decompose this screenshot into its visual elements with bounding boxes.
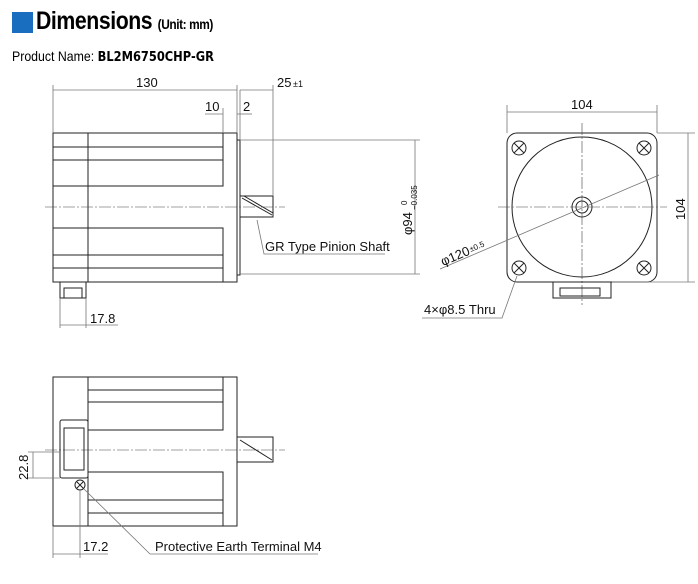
dim-height: 104: [673, 198, 688, 220]
dim-length: 130: [136, 75, 158, 90]
product-value: BL2M6750CHP-GR: [97, 50, 214, 65]
dim-connector-height: 22.8: [16, 455, 31, 480]
unit-label: (Unit: mm): [157, 16, 214, 32]
front-view: 104 104 φ120 ±0.5 4×φ8.5 Thru: [422, 97, 695, 319]
title-marker: [12, 12, 33, 33]
dim-shaft-tol: ±1: [293, 79, 303, 89]
terminal-label: Protective Earth Terminal M4: [155, 539, 322, 554]
dim-gap: 2: [243, 99, 250, 114]
side-view: 130 10 2 25 ±1 φ94 0 −0.035 17.8 GR Type…: [45, 75, 420, 328]
product-label: Product Name:: [12, 48, 95, 64]
dim-connector: 17.8: [90, 311, 115, 326]
title-text: Dimensions: [36, 7, 153, 35]
bottom-view: 22.8 17.2 Protective Earth Terminal M4: [16, 376, 322, 558]
page-title: Dimensions (Unit: mm): [36, 7, 213, 36]
dim-width: 104: [571, 97, 593, 112]
dim-pcd: φ120: [438, 243, 472, 269]
dim-terminal: 17.2: [83, 539, 108, 554]
dim-pcd-tol: ±0.5: [468, 239, 486, 254]
holes-label: 4×φ8.5 Thru: [424, 302, 496, 317]
dim-shaft: 25: [277, 75, 291, 90]
dim-pilot-tol-upper: 0: [400, 200, 409, 205]
dim-pilot-tol-lower: −0.035: [410, 185, 419, 210]
dim-pilot: φ94: [400, 212, 415, 235]
shaft-label: GR Type Pinion Shaft: [265, 239, 390, 254]
product-name: Product Name: BL2M6750CHP-GR: [12, 48, 214, 65]
dim-flange: 10: [205, 99, 219, 114]
